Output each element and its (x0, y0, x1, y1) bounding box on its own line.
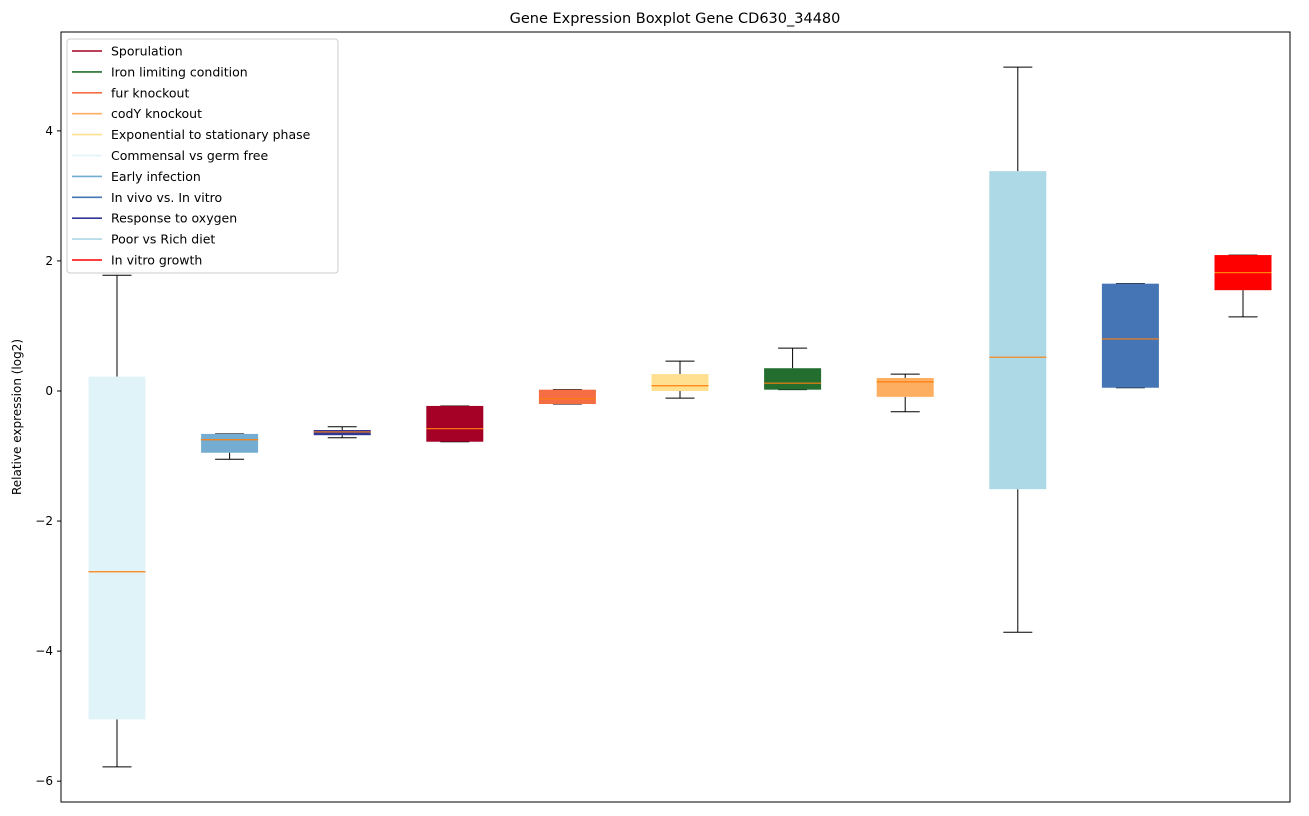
box-iron-limiting-condition (764, 347, 822, 391)
legend-label: In vivo vs. In vitro (111, 190, 222, 205)
legend-label: codY knockout (111, 106, 202, 121)
plot-frame (60, 31, 1291, 803)
y-tick-label: −6 (35, 774, 53, 788)
box-in-vivo-vs-in-vitro (1101, 283, 1159, 389)
box-fur-knockout (538, 389, 596, 405)
y-tick-label: −4 (35, 644, 53, 658)
legend-label: Early infection (111, 169, 201, 184)
box-body (426, 405, 484, 442)
legend-label: Iron limiting condition (111, 64, 248, 79)
legend-label: Response to oxygen (111, 211, 237, 226)
y-tick-label: 2 (45, 254, 53, 268)
chart-title: Gene Expression Boxplot Gene CD630_34480 (510, 11, 841, 27)
box-body (538, 389, 596, 404)
box-body (201, 433, 259, 453)
y-tick-label: 0 (45, 384, 53, 398)
legend-label: Sporulation (111, 44, 183, 59)
box-early-infection (201, 433, 259, 460)
box-body (989, 171, 1047, 490)
box-exponential-to-stationary-phase (651, 360, 709, 399)
legend-label: fur knockout (111, 85, 189, 100)
box-sporulation (426, 405, 484, 443)
box-body (876, 377, 934, 397)
box-cody-knockout (876, 373, 934, 413)
box-body (651, 374, 709, 391)
box-commensal-vs-germ-free (88, 274, 146, 768)
legend-label: Exponential to stationary phase (111, 127, 311, 142)
legend-label: In vitro growth (111, 253, 202, 268)
legend-label: Poor vs Rich diet (111, 232, 215, 247)
boxes (88, 66, 1272, 768)
box-body (764, 368, 822, 390)
legend-label: Commensal vs germ free (111, 148, 268, 163)
box-body (1101, 283, 1159, 388)
box-response-to-oxygen (313, 426, 371, 439)
box-body (313, 430, 371, 436)
y-tick-label: −2 (35, 514, 53, 528)
y-tick-label: 4 (45, 124, 53, 138)
box-poor-vs-rich-diet (989, 66, 1047, 633)
box-in-vitro-growth (1214, 254, 1272, 318)
legend-frame (66, 38, 339, 274)
box-body (88, 376, 146, 720)
y-axis-label: Relative expression (log2) (10, 339, 24, 495)
y-axis-ticks: −6 −4 −2 0 2 4 (35, 124, 61, 788)
